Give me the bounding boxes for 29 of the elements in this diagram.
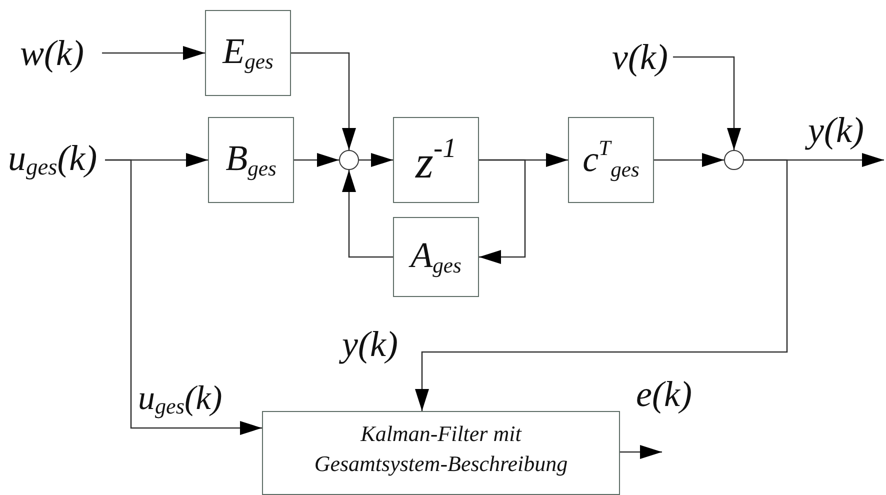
filter-block bbox=[262, 411, 620, 495]
signal-label: v(k) bbox=[612, 37, 667, 77]
signal-arrow bbox=[294, 153, 339, 167]
signal-arrow bbox=[342, 170, 393, 258]
transfer-block bbox=[393, 117, 479, 203]
signal-arrow bbox=[479, 159, 526, 264]
transfer-block bbox=[568, 117, 654, 203]
signal-arrow bbox=[359, 153, 393, 167]
signal-label: u$_{ges}$(k) bbox=[138, 382, 222, 418]
signal-arrow bbox=[102, 46, 205, 60]
summing-junction bbox=[339, 150, 359, 170]
transfer-block bbox=[208, 117, 294, 203]
block-label: A$_{ges}$ bbox=[410, 237, 462, 277]
summing-junction bbox=[724, 150, 744, 170]
block-label: B$_{ges}$ bbox=[226, 140, 276, 180]
block-label: z$^{-1}$ bbox=[416, 134, 456, 186]
signal-arrow bbox=[654, 153, 724, 167]
signal-arrow bbox=[620, 445, 662, 459]
signal-arrow bbox=[415, 159, 788, 411]
block-label: Kalman-Filter mit Gesamtsystem-Beschreibung bbox=[313, 420, 569, 478]
signal-label: e(k) bbox=[636, 376, 692, 412]
signal-arrow bbox=[105, 159, 262, 435]
transfer-block bbox=[393, 217, 479, 297]
signal-arrow bbox=[673, 56, 741, 150]
transfer-block bbox=[205, 10, 291, 96]
signal-arrow bbox=[291, 52, 356, 150]
signal-label: w(k) bbox=[20, 33, 102, 73]
signal-label: u$_{ges}$(k) bbox=[8, 140, 105, 180]
block-label: E$_{ges}$ bbox=[222, 33, 274, 73]
